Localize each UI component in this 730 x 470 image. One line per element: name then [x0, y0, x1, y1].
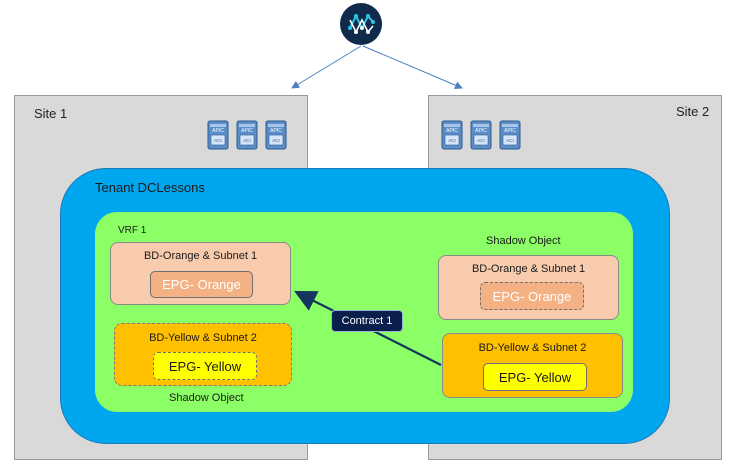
tenant-label: Tenant DCLessons [95, 180, 205, 195]
orchestrator-logo-icon [339, 2, 383, 46]
apic-server-icon: APIC ACI [441, 120, 463, 150]
right-bd-orange-title: BD-Orange & Subnet 1 [471, 263, 586, 275]
right-bd-yellow: BD-Yellow & Subnet 2 EPG- Yellow [442, 333, 623, 398]
left-epg-orange: EPG- Orange [150, 271, 253, 298]
svg-text:ACI: ACI [448, 138, 456, 143]
svg-text:ACI: ACI [506, 138, 514, 143]
right-epg-orange-shadow: EPG- Orange [480, 282, 584, 310]
svg-text:ACI: ACI [243, 138, 251, 143]
site-1-label: Site 1 [34, 106, 68, 121]
apic-server-icon: APIC ACI [265, 120, 287, 150]
svg-text:ACI: ACI [477, 138, 485, 143]
right-bd-orange-shadow: BD-Orange & Subnet 1 EPG- Orange [438, 255, 619, 320]
svg-text:APIC: APIC [504, 128, 516, 134]
left-bd-orange: BD-Orange & Subnet 1 EPG- Orange [110, 242, 291, 305]
svg-text:APIC: APIC [475, 128, 487, 134]
right-epg-yellow: EPG- Yellow [483, 363, 587, 391]
apic-server-icon: APIC ACI [470, 120, 492, 150]
vrf-label: VRF 1 [118, 225, 147, 236]
connector-site2 [362, 45, 463, 89]
svg-text:APIC: APIC [241, 128, 253, 134]
shadow-object-label-left: Shadow Object [169, 392, 244, 404]
apic-server-icon: APIC ACI [207, 120, 229, 150]
apic-cluster-site-1: APIC ACI APIC ACI APIC ACI [207, 120, 293, 154]
svg-text:ACI: ACI [272, 138, 280, 143]
svg-text:APIC: APIC [212, 128, 224, 134]
right-bd-yellow-title: BD-Yellow & Subnet 2 [478, 342, 587, 354]
left-bd-yellow-title: BD-Yellow & Subnet 2 [149, 332, 257, 344]
apic-server-icon: APIC ACI [236, 120, 258, 150]
site-2-label: Site 2 [676, 104, 710, 119]
connector-site1 [291, 45, 362, 89]
left-bd-yellow-shadow: BD-Yellow & Subnet 2 EPG- Yellow [114, 323, 292, 386]
left-bd-orange-title: BD-Orange & Subnet 1 [143, 250, 258, 262]
apic-server-icon: APIC ACI [499, 120, 521, 150]
svg-text:ACI: ACI [214, 138, 222, 143]
apic-cluster-site-2: APIC ACI APIC ACI APIC ACI [441, 120, 527, 154]
svg-text:APIC: APIC [446, 128, 458, 134]
left-epg-yellow-shadow: EPG- Yellow [153, 352, 257, 380]
svg-text:APIC: APIC [270, 128, 282, 134]
contract-label: Contract 1 [331, 310, 403, 332]
shadow-object-label-right: Shadow Object [486, 235, 561, 247]
